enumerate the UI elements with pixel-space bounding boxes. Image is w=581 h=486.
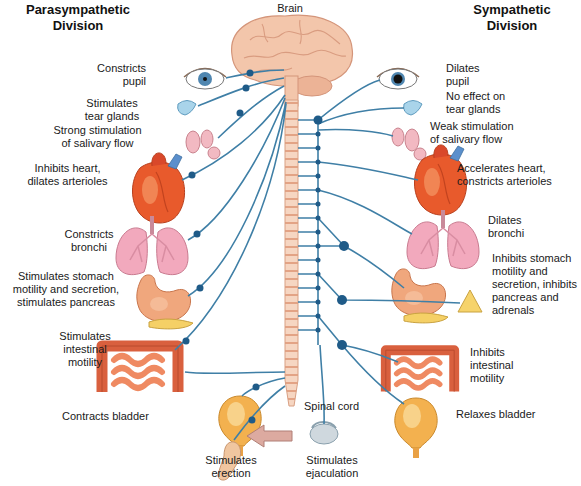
pointer-arrow xyxy=(247,425,292,447)
effect-label: Relaxes bladder xyxy=(456,408,556,421)
ganglion xyxy=(243,85,250,92)
division-heading: Parasympathetic Division xyxy=(18,2,138,33)
iris xyxy=(391,72,405,86)
testis-illustration xyxy=(310,424,338,444)
cerebrum xyxy=(232,15,353,86)
eyeball xyxy=(186,69,224,89)
salivary-gland xyxy=(405,129,419,151)
ganglion xyxy=(316,132,321,137)
stomach-illustration xyxy=(392,269,448,323)
ganglion xyxy=(183,338,190,345)
spinal-cord xyxy=(285,100,298,406)
ganglion xyxy=(194,231,201,238)
ganglion xyxy=(314,116,323,125)
effect-label: Dilates pupil xyxy=(446,62,504,88)
ganglion xyxy=(316,230,321,235)
tear-gland xyxy=(404,101,422,116)
effect-label: Stimulates ejaculation xyxy=(296,454,368,480)
intestine-illustration xyxy=(102,346,178,392)
effect-label: Inhibits stomach motility and secretion,… xyxy=(492,252,580,317)
ganglion xyxy=(339,241,349,251)
effect-label: Contracts bladder xyxy=(62,410,172,423)
heart-illustration xyxy=(133,153,185,223)
division-heading: Sympathetic Division xyxy=(462,2,562,33)
effect-label: Dilates bronchi xyxy=(488,214,536,240)
effect-label: Constricts pupil xyxy=(80,62,146,88)
parasympathetic-nerve xyxy=(175,70,286,440)
effect-label: Constricts bronchi xyxy=(60,228,118,254)
sympathetic-chain xyxy=(298,120,318,345)
iris xyxy=(198,72,212,86)
tear-gland xyxy=(178,101,196,116)
salivary-gland xyxy=(208,147,220,159)
ganglion xyxy=(316,286,321,291)
ganglion xyxy=(316,174,321,179)
ganglion xyxy=(316,300,321,305)
effect-label: Stimulates erection xyxy=(200,454,262,480)
brain-folds xyxy=(244,20,346,72)
lungs-illustration xyxy=(116,216,188,275)
effect-label: Accelerates heart, constricts arterioles xyxy=(457,162,569,188)
intestine-illustration xyxy=(386,350,454,391)
lungs-illustration xyxy=(407,210,479,269)
structure-label: Spinal cord xyxy=(304,400,374,413)
nerve-fibers xyxy=(175,70,460,440)
effect-label: Inhibits intestinal motility xyxy=(470,346,526,385)
eye-illustration xyxy=(184,69,419,90)
stomach-illustration xyxy=(137,275,193,329)
bladder-illustration xyxy=(395,398,437,458)
ganglion xyxy=(247,70,254,77)
ganglion xyxy=(316,272,321,277)
ganglion xyxy=(316,188,321,193)
effect-label: Stimulates intestinal motility xyxy=(55,330,115,369)
salivary-gland xyxy=(392,128,404,146)
brain-illustration xyxy=(232,15,353,106)
effect-label: No effect on tear glands xyxy=(446,90,521,116)
adrenal-gland xyxy=(458,290,482,312)
ganglion xyxy=(197,285,204,292)
ganglion xyxy=(316,202,321,207)
ganglion xyxy=(249,417,256,424)
eyeball xyxy=(379,69,417,89)
salivary-glands xyxy=(186,128,426,160)
ganglion xyxy=(316,244,321,249)
ganglion xyxy=(337,295,347,305)
effect-label: Strong stimulation of salivary flow xyxy=(50,124,145,150)
salivary-gland xyxy=(186,131,200,153)
effect-label: Stimulates tear glands xyxy=(78,97,146,123)
effect-label: Stimulates stomach motility and secretio… xyxy=(4,270,128,309)
ganglion xyxy=(316,258,321,263)
ganglion xyxy=(316,146,321,151)
effect-label: Inhibits heart, dilates arterioles xyxy=(20,162,115,188)
ganglion xyxy=(337,340,347,350)
ganglion xyxy=(316,328,321,333)
effect-label: Weak stimulation of salivary flow xyxy=(430,120,520,146)
ganglia xyxy=(183,70,350,424)
ganglion xyxy=(316,160,321,165)
salivary-gland xyxy=(201,130,213,148)
ganglion xyxy=(316,314,321,319)
pupil xyxy=(203,77,207,81)
ganglion xyxy=(253,384,260,391)
ganglion xyxy=(189,172,196,179)
ganglion xyxy=(316,216,321,221)
pupil xyxy=(394,75,403,84)
ganglion xyxy=(237,110,244,117)
structure-label: Brain xyxy=(268,2,312,15)
